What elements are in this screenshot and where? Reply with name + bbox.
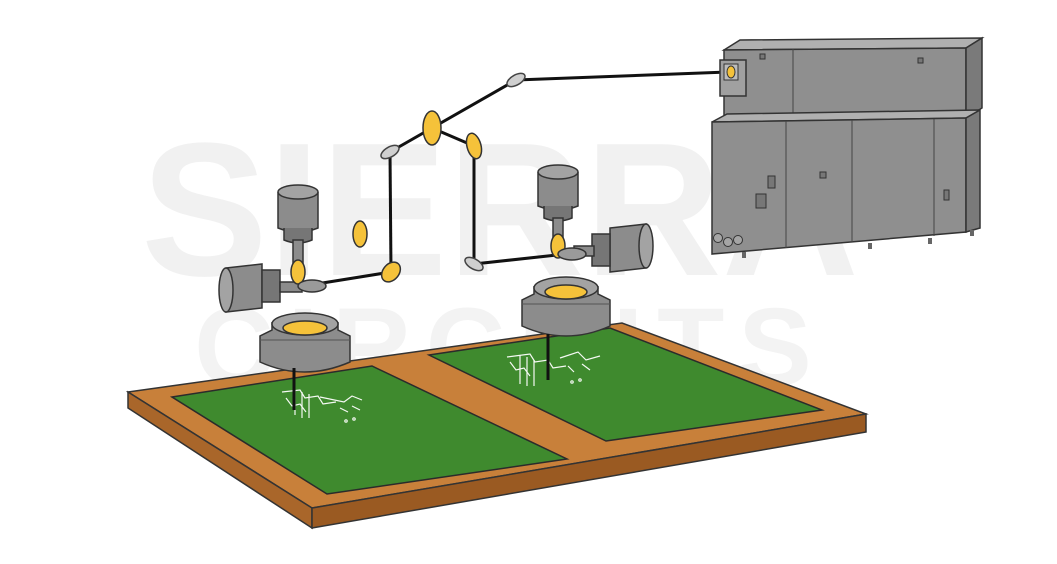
mirrors bbox=[352, 72, 526, 283]
galvo-scanner-head-icon bbox=[521, 164, 654, 380]
mirror-icon bbox=[380, 144, 400, 160]
galvo-scanner-head-icon bbox=[218, 184, 351, 410]
mirror-icon bbox=[465, 132, 483, 160]
mirror-icon bbox=[380, 261, 402, 283]
mirror-icon bbox=[464, 256, 484, 272]
mirror-icon bbox=[422, 110, 442, 146]
pcb-panel-right bbox=[426, 327, 825, 442]
mirror-icon bbox=[352, 220, 368, 248]
pcb-panel-left bbox=[169, 365, 570, 495]
circuit-traces-right bbox=[506, 351, 601, 386]
laser-source-cabinet-icon bbox=[711, 36, 985, 258]
mirror-icon bbox=[506, 72, 526, 88]
